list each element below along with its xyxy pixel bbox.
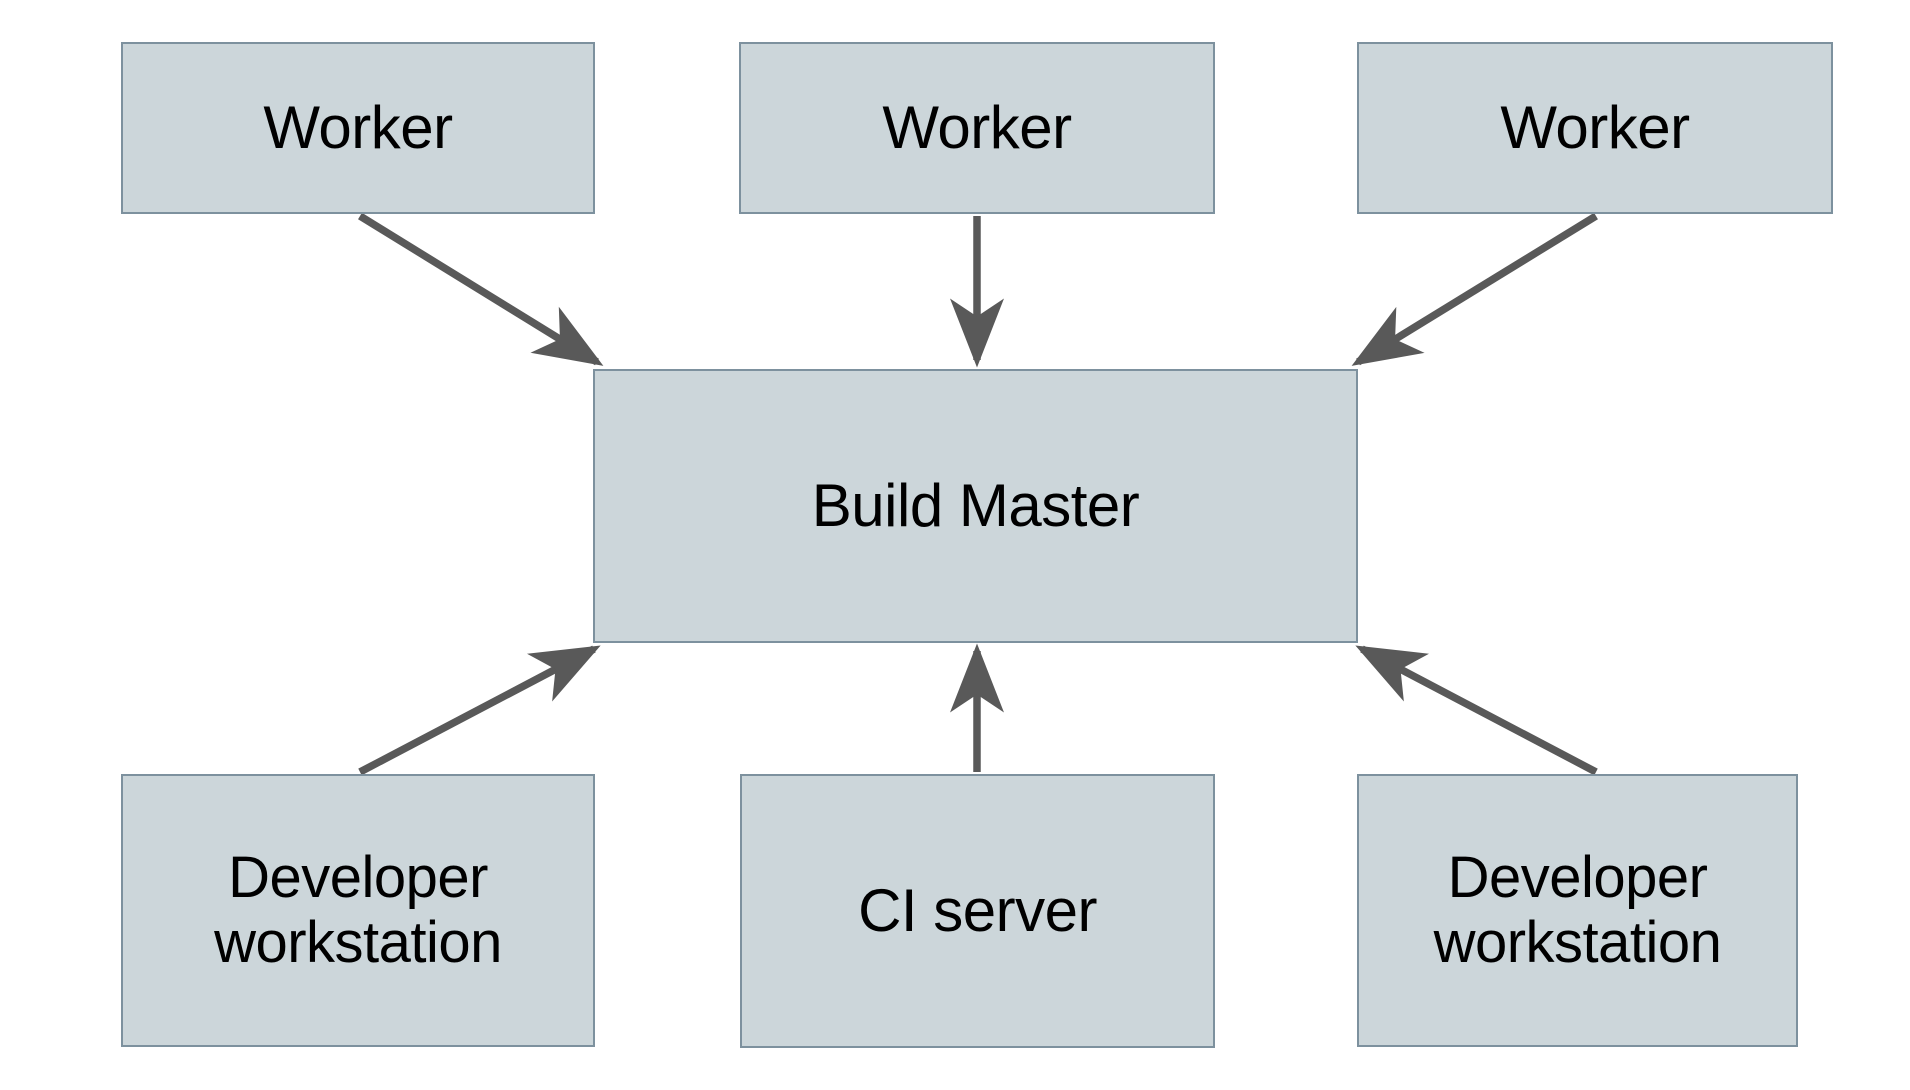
node-worker-1-label: Worker xyxy=(263,94,453,162)
node-dev-workstation-left[interactable]: Developer workstation xyxy=(121,774,595,1047)
node-ci-server-label: CI server xyxy=(858,877,1097,945)
arrow-dev-workstation-left-to-build-master xyxy=(358,645,601,776)
arrow-dev-workstation-right-to-build-master xyxy=(1355,645,1598,776)
arrow-worker3-to-build-master xyxy=(1351,212,1598,366)
node-build-master[interactable]: Build Master xyxy=(593,369,1358,643)
node-dev-workstation-left-label: Developer workstation xyxy=(214,844,502,975)
node-build-master-label: Build Master xyxy=(811,472,1140,540)
node-worker-3[interactable]: Worker xyxy=(1357,42,1833,214)
arrow-worker1-to-build-master xyxy=(358,212,604,366)
node-worker-1[interactable]: Worker xyxy=(121,42,595,214)
node-dev-workstation-right-label: Developer workstation xyxy=(1433,844,1722,975)
node-ci-server[interactable]: CI server xyxy=(740,774,1215,1048)
node-worker-2-label: Worker xyxy=(882,94,1072,162)
node-worker-3-label: Worker xyxy=(1500,94,1690,162)
node-dev-workstation-right[interactable]: Developer workstation xyxy=(1357,774,1798,1047)
node-worker-2[interactable]: Worker xyxy=(739,42,1215,214)
